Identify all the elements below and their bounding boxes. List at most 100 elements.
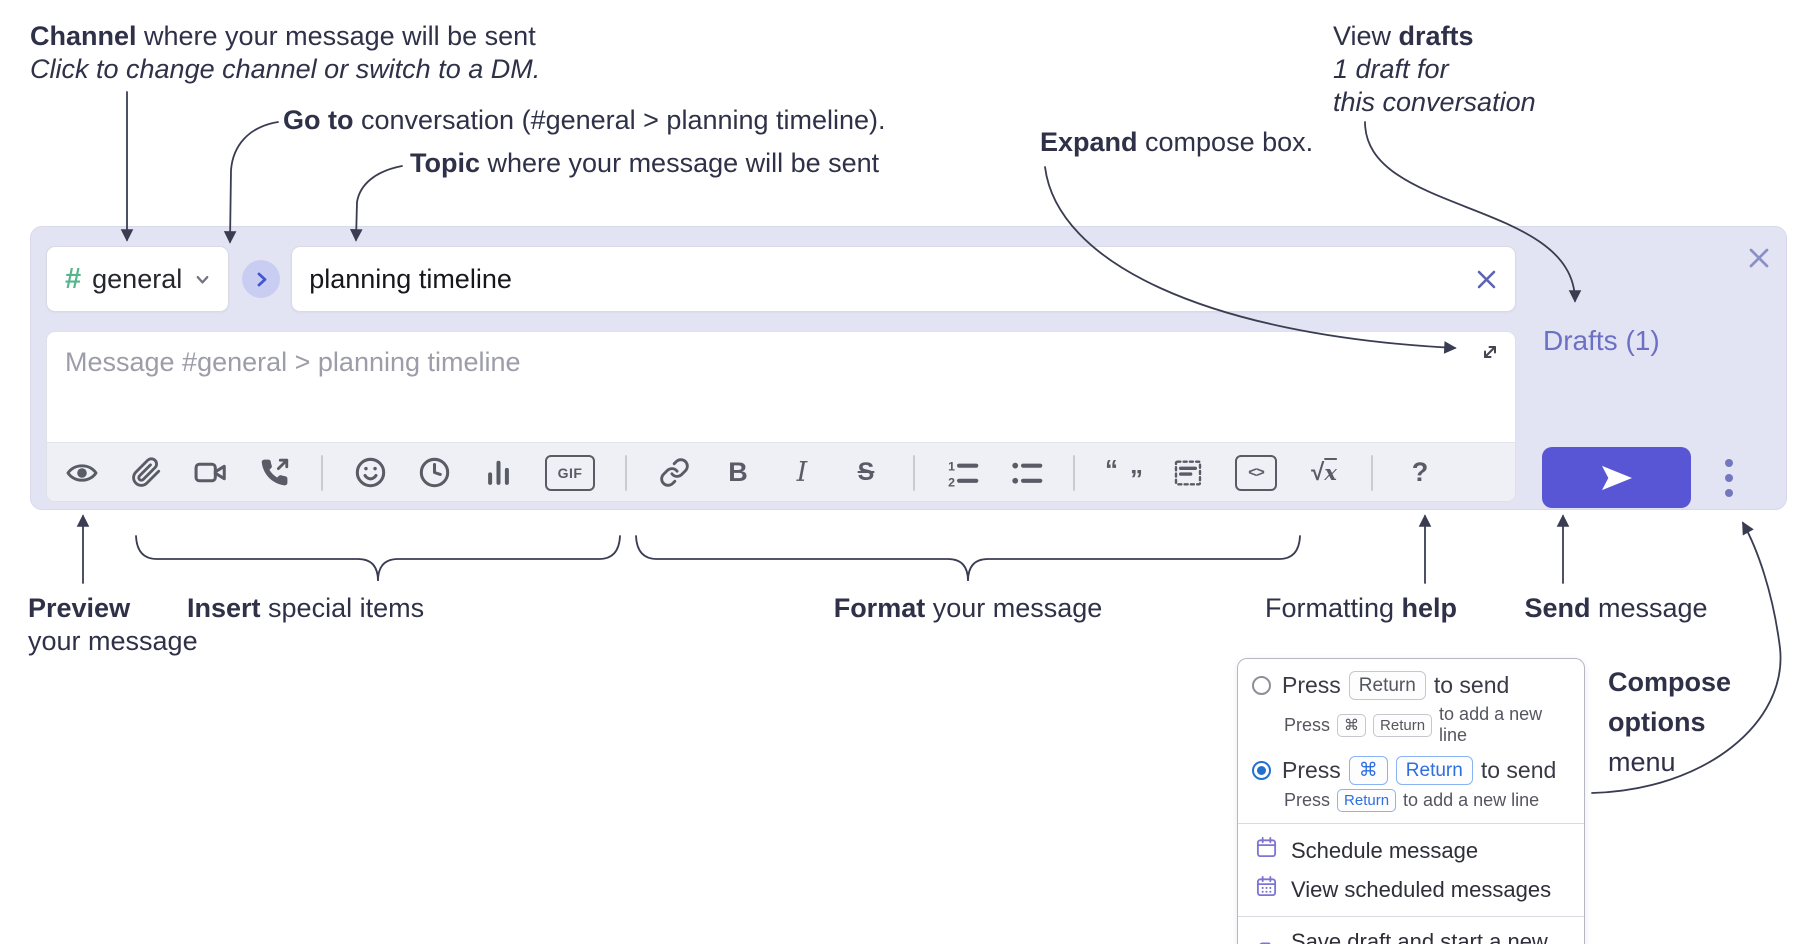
compose-options-button[interactable] xyxy=(1709,453,1749,503)
topic-annotation: Topic where your message will be sent xyxy=(410,148,880,178)
toolbar-divider xyxy=(1073,454,1075,491)
italic-icon: I xyxy=(796,457,808,488)
drafts-link[interactable]: Drafts (1) xyxy=(1543,325,1660,356)
numbered-list-icon: 12 xyxy=(948,459,978,489)
clear-topic-button[interactable] xyxy=(1471,264,1501,294)
recipient-row: # general xyxy=(46,246,1516,312)
link-button[interactable] xyxy=(657,456,691,490)
calendar-grid-icon xyxy=(1255,875,1278,904)
message-placeholder: Message #general > planning timeline xyxy=(65,347,521,377)
insert-annotation: Insert special items xyxy=(187,593,425,623)
bulleted-list-icon xyxy=(1011,462,1042,484)
channel-selector-button[interactable]: # general xyxy=(46,246,230,312)
bar-chart-icon xyxy=(487,460,509,485)
goto-annotation: Go to conversation (#general > planning … xyxy=(283,105,886,135)
gif-icon: GIF xyxy=(557,464,583,481)
insert-brace xyxy=(135,535,621,582)
radio-option-return-to-send[interactable]: Press Return to send xyxy=(1252,671,1570,700)
go-to-conversation-button[interactable] xyxy=(242,260,281,298)
cmd-key: ⌘ xyxy=(1337,713,1367,737)
channel-annotation-sub: Click to change channel or switch to a D… xyxy=(30,54,541,84)
svg-text:2: 2 xyxy=(948,475,955,489)
radio-option-2-hint: Press Return to add a new line xyxy=(1284,789,1540,812)
radio-option-1-hint: Press ⌘ Return to add a new line xyxy=(1284,704,1543,745)
view-drafts-annotation: View drafts 1 draft for this conversatio… xyxy=(1333,21,1536,117)
topic-input[interactable] xyxy=(292,263,1471,295)
menu-divider xyxy=(1238,823,1584,824)
menu-item-save-draft-new-message[interactable]: Save draft and start a new message xyxy=(1238,924,1584,944)
radio-unselected-icon[interactable] xyxy=(1252,676,1271,695)
menu-divider xyxy=(1238,916,1584,917)
send-shortcut-options: Press Return to send Press ⌘ Return to a… xyxy=(1238,659,1584,823)
message-compose-area: Message #general > planning timeline xyxy=(46,331,1516,502)
compose-box: # general Message #general > plan xyxy=(30,226,1787,510)
toolbar-divider xyxy=(625,454,627,491)
link-icon xyxy=(659,458,689,487)
eye-icon xyxy=(66,463,98,482)
message-input[interactable]: Message #general > planning timeline xyxy=(47,332,1515,442)
toolbar-divider xyxy=(321,454,323,491)
bulleted-list-button[interactable] xyxy=(1009,456,1043,490)
format-brace xyxy=(635,535,1301,582)
bold-button[interactable]: B xyxy=(721,456,755,490)
phone-outgoing-icon xyxy=(261,458,288,486)
chevron-down-icon xyxy=(193,270,212,289)
spoiler-button[interactable] xyxy=(1171,456,1205,490)
kebab-icon xyxy=(1725,459,1733,467)
italic-button[interactable]: I xyxy=(785,456,819,490)
toolbar-divider xyxy=(913,454,915,491)
code-button[interactable]: <> xyxy=(1235,454,1277,491)
question-mark-icon: ? xyxy=(1411,457,1429,487)
return-key: Return xyxy=(1337,789,1397,812)
send-icon xyxy=(1601,465,1632,490)
video-call-button[interactable] xyxy=(193,456,227,490)
spoiler-icon xyxy=(1174,459,1202,486)
toolbar-divider xyxy=(1371,454,1373,491)
compose-options-annotation: Compose options menu xyxy=(1608,667,1732,777)
close-compose-button[interactable] xyxy=(1744,243,1774,273)
strikethrough-button[interactable]: S xyxy=(849,456,883,490)
global-time-button[interactable] xyxy=(417,456,451,490)
save-draft-icon xyxy=(1255,941,1278,944)
expand-compose-button[interactable] xyxy=(1479,341,1501,363)
cmd-key: ⌘ xyxy=(1348,756,1388,785)
calendar-icon xyxy=(1255,836,1278,865)
svg-text:1: 1 xyxy=(948,459,955,473)
gif-button[interactable]: GIF xyxy=(545,454,595,491)
bold-icon: B xyxy=(728,457,748,487)
menu-item-view-scheduled-messages[interactable]: View scheduled messages xyxy=(1238,870,1584,909)
send-annotation: Send message xyxy=(1524,593,1708,623)
paperclip-icon xyxy=(131,457,160,487)
message-formatting-help-button[interactable]: ? xyxy=(1403,456,1437,490)
poll-button[interactable] xyxy=(481,456,515,490)
return-key: Return xyxy=(1395,756,1473,785)
topic-field xyxy=(291,246,1516,312)
return-key: Return xyxy=(1373,713,1433,737)
radio-selected-icon[interactable] xyxy=(1252,761,1271,780)
format-annotation: Format your message xyxy=(833,593,1103,623)
voice-call-button[interactable] xyxy=(257,456,291,490)
channel-hash-icon: # xyxy=(65,262,82,295)
close-icon xyxy=(1477,270,1495,288)
strikethrough-icon: S xyxy=(857,458,875,486)
clock-icon xyxy=(419,457,449,488)
math-button[interactable]: √x xyxy=(1307,456,1341,490)
radio-option-cmd-return-to-send[interactable]: Press ⌘ Return to send xyxy=(1252,756,1570,785)
attach-file-button[interactable] xyxy=(129,456,163,490)
preview-button[interactable] xyxy=(65,456,99,490)
formatting-help-annotation: Formatting help xyxy=(1264,593,1458,623)
quote-button[interactable]: “ ” xyxy=(1105,453,1143,494)
quote-icon: “ xyxy=(1105,453,1118,484)
code-icon: <> xyxy=(1248,464,1265,481)
goto-arrow xyxy=(223,121,279,244)
emoji-button[interactable] xyxy=(353,456,387,490)
channel-annotation-bold: Channel xyxy=(30,21,137,51)
channel-annotation-rest: where your message will be sent xyxy=(136,21,536,51)
preview-annotation: Preview your message xyxy=(28,593,198,656)
expand-annotation: Expand compose box. xyxy=(1040,127,1314,157)
menu-item-schedule-message[interactable]: Schedule message xyxy=(1238,831,1584,870)
send-button[interactable] xyxy=(1542,447,1691,508)
